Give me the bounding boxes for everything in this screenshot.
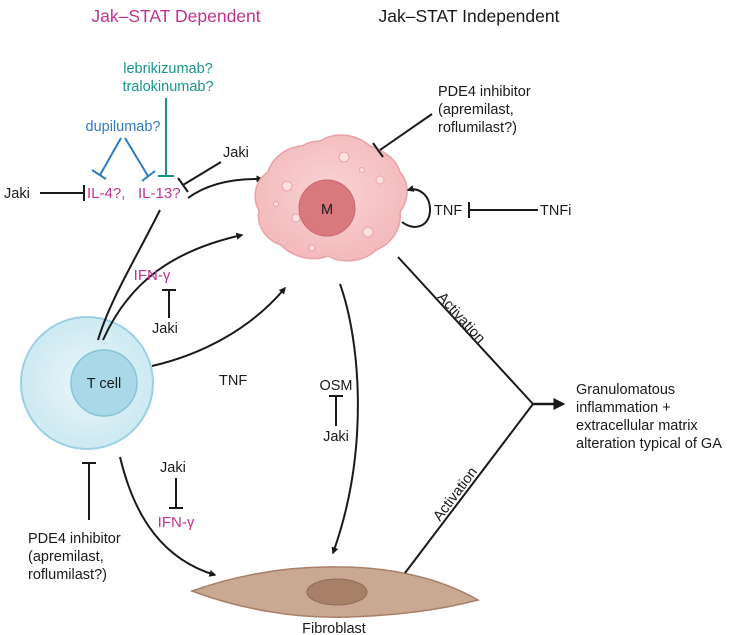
macrophage-activation-line <box>397 256 534 405</box>
outcome-line4: alteration typical of GA <box>576 436 722 452</box>
tnf-macrophage-label: TNF <box>434 203 462 219</box>
macrophage-to-fibroblast-arrow <box>331 283 359 555</box>
jaki-ifng-top-label: Jaki <box>152 321 178 337</box>
fibroblast-activation-line <box>404 403 534 574</box>
pde4-tcell-inhibition <box>82 462 96 520</box>
ifng-bottom-label: IFN-γ <box>158 514 195 531</box>
dupilumab-inhibition <box>91 137 156 182</box>
outcome-line2: inflammation + <box>576 400 671 416</box>
jaki-ifng-bottom-inhibition <box>169 478 183 509</box>
tcell-label: T cell <box>87 376 121 392</box>
il13-label: IL-13? <box>138 185 181 202</box>
jaki-osm-label: Jaki <box>323 429 349 445</box>
pde4-top-line1: PDE4 inhibitor <box>438 84 531 100</box>
osm-label: OSM <box>319 378 352 394</box>
pde4-macrophage-inhibition <box>372 113 433 158</box>
tnf-tcell-label: TNF <box>219 373 247 389</box>
outcome-line1: Granulomatous <box>576 382 675 398</box>
tcell-to-fibroblast-arrow <box>119 456 217 577</box>
macrophage-cell <box>254 134 408 262</box>
tnfi-label: TNFi <box>540 203 571 219</box>
activation-lower-label: Activation <box>430 465 481 525</box>
t-cell <box>20 316 154 450</box>
header-jak-stat-independent: Jak–STAT Independent <box>379 6 560 26</box>
tnf-autocrine-loop <box>401 185 432 228</box>
il4-label: IL-4?, <box>87 185 125 202</box>
tcell-ifng-macrophage-arrow <box>102 232 244 341</box>
macrophage-label: M <box>321 202 333 218</box>
fibroblast-label: Fibroblast <box>302 621 366 635</box>
tnfi-inhibition <box>468 202 538 218</box>
activation-upper-label: Activation <box>434 290 488 347</box>
jaki-osm-inhibition <box>329 395 343 426</box>
il13-to-macrophage-arrow <box>187 175 264 199</box>
outcome-line3: extracellular matrix <box>576 418 698 434</box>
jaki-ifng-top-inhibition <box>162 289 176 318</box>
header-jak-stat-dependent: Jak–STAT Dependent <box>91 6 260 26</box>
tcell-tnf-macrophage-arrow <box>151 286 286 367</box>
tralokinumab-inhibition <box>158 98 174 177</box>
pde4-top-line2: (apremilast, <box>438 102 514 118</box>
dupilumab-label: dupilumab? <box>86 119 161 135</box>
pde4-bottom-line2: (apremilast, <box>28 549 104 565</box>
fibroblast-cell <box>189 566 480 619</box>
ifng-top-label: IFN-γ <box>134 267 171 284</box>
jaki-il4-inhibition <box>40 185 85 201</box>
tcell-to-il-arrow <box>97 209 161 341</box>
pde4-bottom-line3: roflumilast?) <box>28 567 107 583</box>
jaki-ifng-bottom-label: Jaki <box>160 460 186 476</box>
pde4-top-line3: roflumilast?) <box>438 120 517 136</box>
jaki-left-label: Jaki <box>4 186 30 202</box>
lebrikizumab-label: lebrikizumab? <box>123 61 212 77</box>
tralokinumab-label: tralokinumab? <box>122 79 213 95</box>
jaki-il13-inhibition <box>177 161 222 193</box>
pde4-bottom-line1: PDE4 inhibitor <box>28 531 121 547</box>
jaki-il13-label: Jaki <box>223 145 249 161</box>
